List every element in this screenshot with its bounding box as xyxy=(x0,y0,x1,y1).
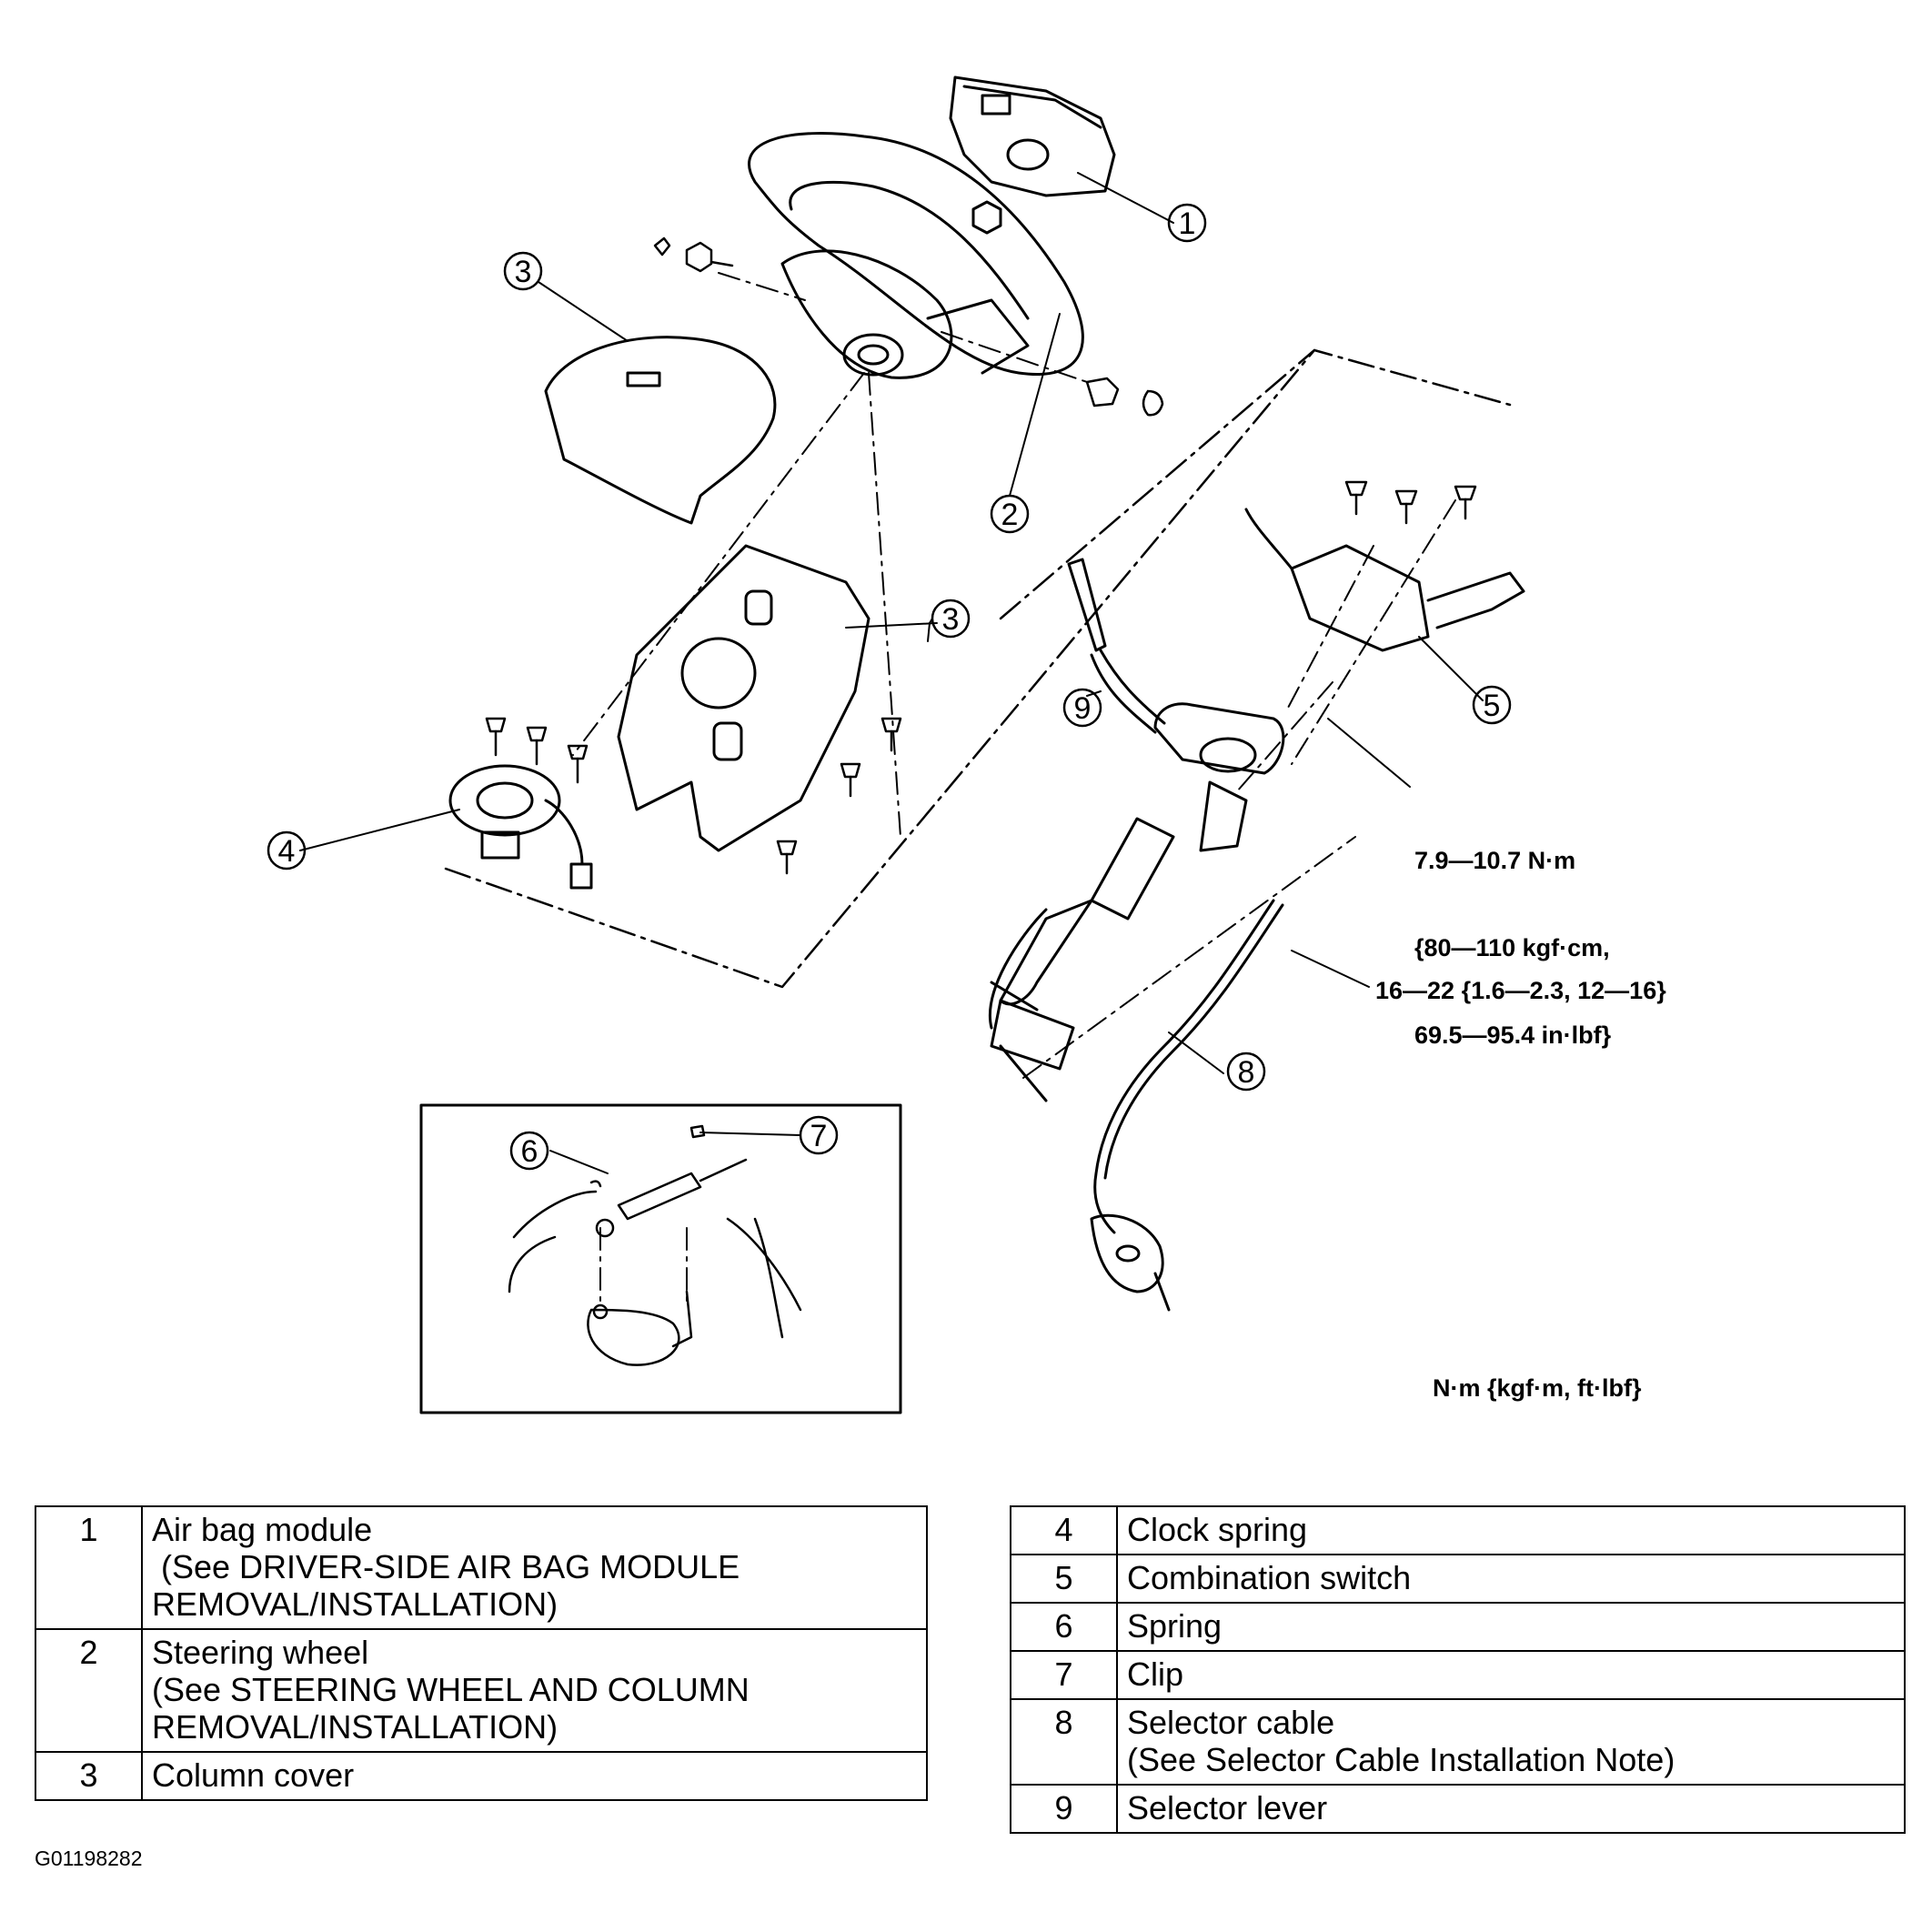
legend-description-line: (See DRIVER-SIDE AIR BAG MODULE xyxy=(152,1548,740,1585)
inset-box xyxy=(419,1103,902,1414)
exploded-diagram: 1 2 3 3 4 5 6 7 8 9 xyxy=(267,75,1525,1414)
legend-description-line: (See Selector Cable Installation Note) xyxy=(1127,1741,1675,1778)
callout-4: 4 xyxy=(278,834,296,869)
legend-description-line: Selector cable xyxy=(1127,1704,1335,1741)
callout-circles xyxy=(267,203,1512,1171)
legend-number: 1 xyxy=(35,1505,143,1630)
legend-number: 5 xyxy=(1010,1554,1118,1604)
legend-description: Clock spring xyxy=(1116,1505,1906,1555)
torque-spec-bolts: 7.9—10.7 N·m {80—110 kgf·cm, 69.5—95.4 i… xyxy=(1414,788,1611,1079)
leader-lines xyxy=(299,172,1484,1174)
callout-3-lower: 3 xyxy=(942,602,960,637)
legend-description: Combination switch xyxy=(1116,1554,1906,1604)
legend-number: 3 xyxy=(35,1751,143,1801)
legend-number: 2 xyxy=(35,1628,143,1753)
legend-description-line: Clock spring xyxy=(1127,1511,1308,1548)
callout-7: 7 xyxy=(810,1119,828,1153)
legend-description: Column cover xyxy=(141,1751,928,1801)
callout-1: 1 xyxy=(1179,206,1196,241)
legend-description-line: Steering wheel xyxy=(152,1634,369,1671)
air-bag-module xyxy=(949,75,1116,235)
legend-description-line: Spring xyxy=(1127,1607,1223,1645)
legend-description-line: (See STEERING WHEEL AND COLUMN xyxy=(152,1671,750,1708)
selector-cable xyxy=(1090,899,1284,1312)
legend-number: 8 xyxy=(1010,1698,1118,1786)
legend-description: Selector lever xyxy=(1116,1784,1906,1834)
legend-description-line: Clip xyxy=(1127,1655,1184,1693)
callout-2: 2 xyxy=(1001,498,1019,532)
legend-description: Spring xyxy=(1116,1602,1906,1652)
torque-spec-nut: 16—22 {1.6—2.3, 12—16} xyxy=(1375,977,1666,1004)
steering-column xyxy=(989,702,1285,1102)
callout-8: 8 xyxy=(1238,1055,1255,1090)
legend-description-line: REMOVAL/INSTALLATION) xyxy=(152,1708,558,1746)
legend-description-line: REMOVAL/INSTALLATION) xyxy=(152,1585,558,1623)
torque-spec-line: 69.5—95.4 in·lbf} xyxy=(1414,1021,1612,1049)
legend-number: 9 xyxy=(1010,1784,1118,1834)
callout-3-upper: 3 xyxy=(515,255,532,289)
alignment-lines xyxy=(572,272,1456,1306)
legend-description: Selector cable(See Selector Cable Instal… xyxy=(1116,1698,1906,1786)
legend-description-line: Air bag module xyxy=(152,1511,373,1548)
combination-switch xyxy=(1244,508,1525,652)
legend-number: 4 xyxy=(1010,1505,1118,1555)
legend-description-line: Combination switch xyxy=(1127,1559,1412,1596)
figure-id: G01198282 xyxy=(35,1846,143,1870)
torque-units: N·m {kgf·m, ft·lbf} xyxy=(1433,1374,1642,1402)
column-cover-upper xyxy=(544,336,777,525)
callout-5: 5 xyxy=(1484,689,1501,723)
legend-description: Air bag module (See DRIVER-SIDE AIR BAG … xyxy=(141,1505,928,1630)
legend-description: Steering wheel(See STEERING WHEEL AND CO… xyxy=(141,1628,928,1753)
callout-6: 6 xyxy=(521,1134,538,1169)
legend-description-line: Selector lever xyxy=(1127,1789,1328,1826)
selector-lever xyxy=(1067,558,1166,734)
screws xyxy=(485,480,1477,875)
bolts xyxy=(653,236,1164,417)
steering-wheel xyxy=(748,132,1084,379)
callout-labels: 1 2 3 3 4 5 6 7 8 9 xyxy=(278,206,1501,1169)
callout-9: 9 xyxy=(1074,691,1092,726)
legend-number: 7 xyxy=(1010,1650,1118,1700)
legend-description-line: Column cover xyxy=(152,1756,355,1794)
left-group-outline xyxy=(444,348,1512,989)
torque-spec-line: {80—110 kgf·cm, xyxy=(1414,934,1610,961)
torque-spec-line: 7.9—10.7 N·m xyxy=(1414,847,1576,874)
clock-spring xyxy=(448,764,593,890)
column-cover-lower xyxy=(617,544,870,852)
inset-detail xyxy=(508,1124,802,1366)
legend-description: Clip xyxy=(1116,1650,1906,1700)
legend-number: 6 xyxy=(1010,1602,1118,1652)
